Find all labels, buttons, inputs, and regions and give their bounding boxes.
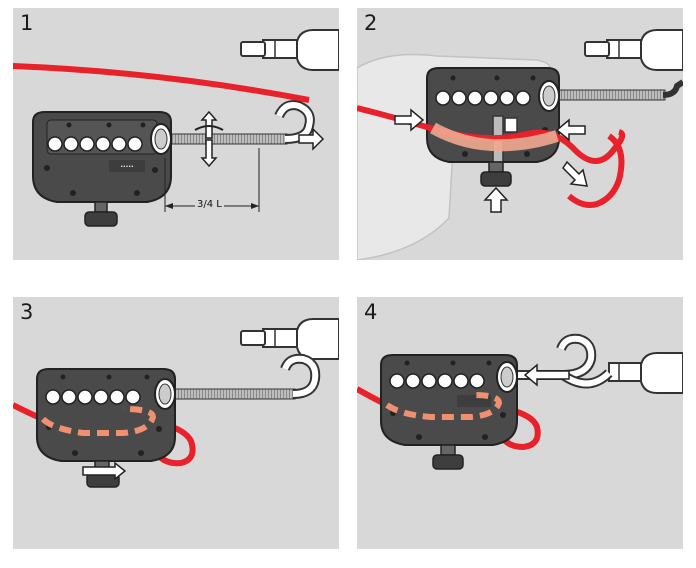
up-down-arrow-icon (194, 110, 224, 168)
cord-inside-dashed (385, 392, 503, 420)
arrow-down-right-icon (562, 160, 588, 187)
arrow-right-icon (298, 127, 325, 151)
step-4-panel: 4 (357, 297, 683, 549)
arrow-right-icon (394, 108, 425, 132)
drill-icon (240, 318, 339, 360)
rotate-arrow-icon (82, 461, 127, 481)
threaded-rod (552, 89, 666, 101)
threaded-rod (164, 133, 288, 145)
drill-icon (240, 29, 339, 71)
step-4-illustration (357, 333, 683, 470)
device-body (36, 368, 176, 462)
cord-inside-dashed (40, 406, 157, 436)
device-body (380, 354, 518, 446)
step-number: 2 (364, 11, 378, 35)
step-1-illustration: ····· (13, 29, 339, 227)
device-body: ····· (32, 111, 172, 203)
step-2-illustration (357, 29, 683, 260)
svg-text:·····: ····· (120, 163, 133, 171)
step-number: 1 (20, 11, 34, 35)
step-2-panel: 2 (357, 8, 683, 260)
step-3-panel: 3 (13, 297, 339, 549)
threaded-rod (166, 388, 296, 400)
arrow-up-icon (483, 186, 509, 213)
cord (13, 63, 310, 103)
drill-icon (608, 352, 683, 394)
arrow-left-icon (523, 363, 570, 387)
step-number: 3 (20, 300, 34, 324)
dimension-label: 3/4 L (195, 199, 224, 210)
dimension-line (164, 148, 260, 212)
step-3-illustration (13, 318, 339, 488)
cord (357, 105, 626, 164)
arrow-left-icon (555, 118, 586, 142)
step-number: 4 (364, 300, 378, 324)
drill-icon (584, 29, 683, 71)
step-1-panel: 1 (13, 8, 339, 260)
